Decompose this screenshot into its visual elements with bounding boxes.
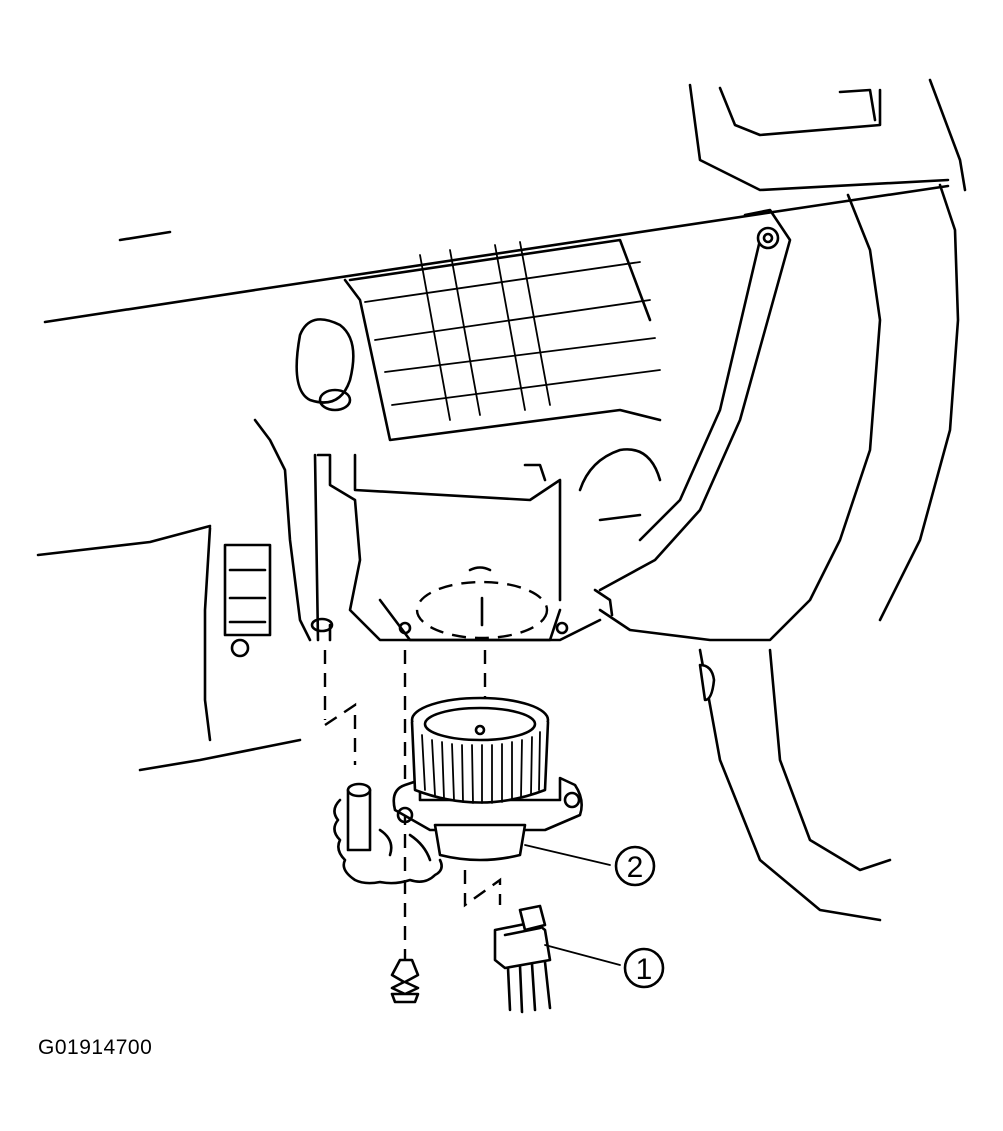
- blower-motor: [392, 696, 583, 862]
- callout-2: 2: [524, 844, 656, 887]
- callout-2-label: 2: [627, 851, 644, 884]
- blower-case: [295, 238, 662, 642]
- mounting-screw: [390, 958, 420, 1004]
- left-trim-panel: [138, 418, 312, 772]
- dashboard-panel: [36, 78, 967, 557]
- right-duct: [578, 183, 960, 922]
- callout-1: 1: [544, 944, 665, 989]
- assembly-guide-lines: [323, 650, 502, 960]
- figure-code: G01914700: [38, 1036, 153, 1059]
- harness-clamp: [333, 782, 443, 885]
- callout-1-label: 1: [636, 953, 653, 986]
- connector: [493, 904, 552, 1014]
